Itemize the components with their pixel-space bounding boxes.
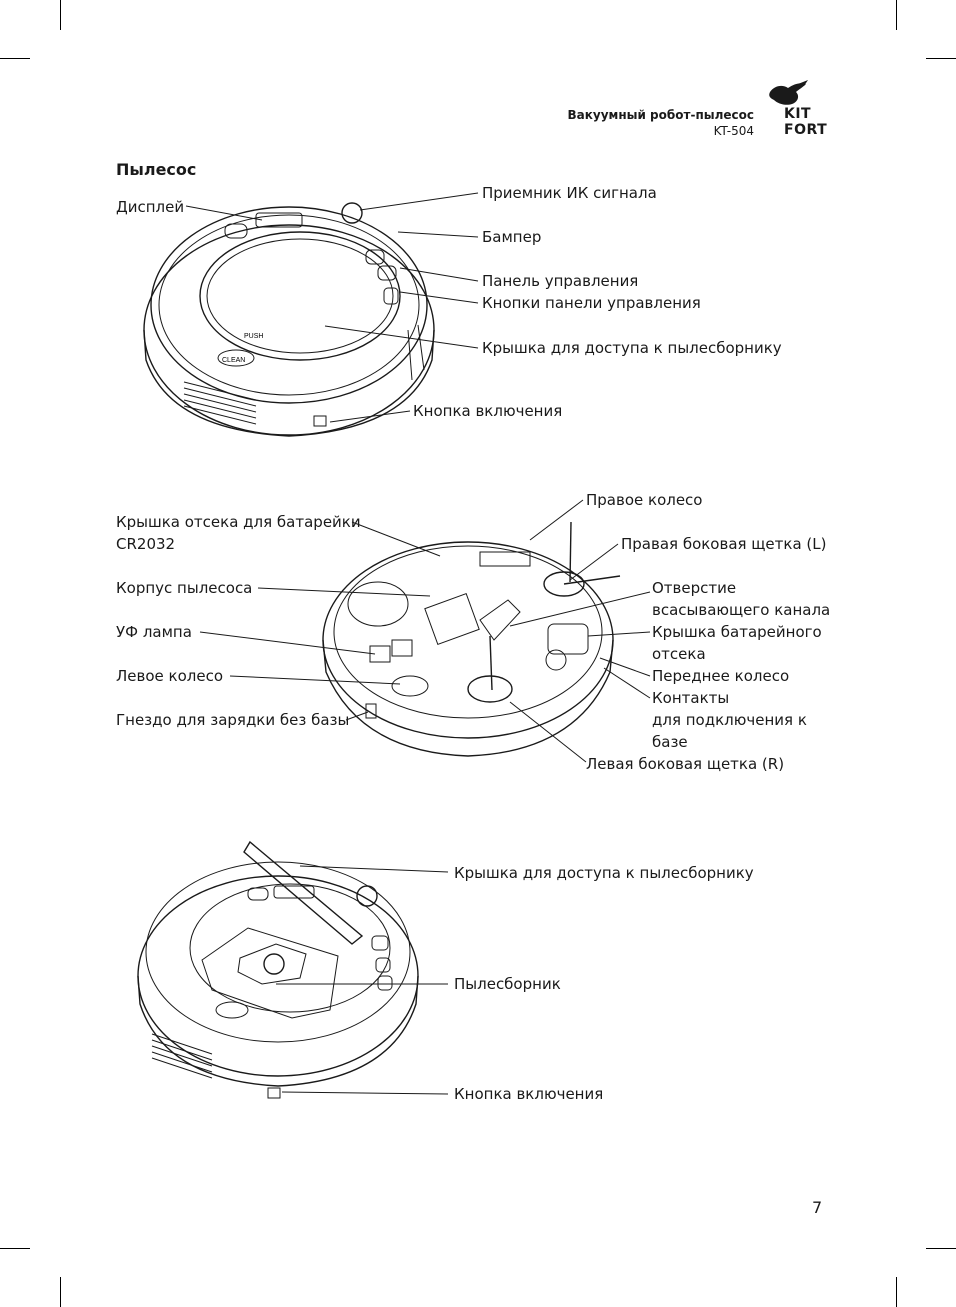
label-dust-lid: Крышка для доступа к пылесборнику bbox=[482, 339, 782, 357]
robot-top-view: CLEAN PUSH bbox=[143, 202, 435, 437]
label-charge-socket: Гнездо для зарядки без базы bbox=[116, 711, 350, 729]
label-contacts: Контакты для подключения к базе bbox=[652, 689, 807, 751]
label-body: Корпус пылесоса bbox=[116, 579, 253, 597]
page-number: 7 bbox=[812, 1198, 823, 1217]
label-uv-lamp: УФ лампа bbox=[116, 623, 192, 641]
crop-mark bbox=[896, 1277, 897, 1307]
label-front-wheel: Переднее колесо bbox=[652, 667, 790, 685]
label-dust-bin: Пылесборник bbox=[454, 975, 561, 993]
crop-mark bbox=[60, 1277, 61, 1307]
label-suction-opening: Отверстие всасывающего канала bbox=[652, 579, 831, 619]
crop-mark bbox=[0, 58, 30, 59]
label-bumper: Бампер bbox=[482, 228, 542, 246]
label-display: Дисплей bbox=[116, 198, 185, 216]
label-right-brush: Правая боковая щетка (L) bbox=[621, 535, 827, 553]
crop-mark bbox=[896, 0, 897, 30]
clean-button-label: CLEAN bbox=[222, 357, 245, 364]
label-panel-buttons: Кнопки панели управления bbox=[482, 294, 701, 312]
crop-mark bbox=[926, 58, 956, 59]
header-title: Вакуумный робот-пылесос bbox=[567, 108, 754, 122]
crop-mark bbox=[60, 0, 61, 30]
vent-grille bbox=[151, 1033, 213, 1079]
label-right-wheel: Правое колесо bbox=[586, 491, 703, 509]
header-model: KT-504 bbox=[713, 124, 754, 138]
section-title: Пылесос bbox=[116, 160, 197, 179]
crop-mark bbox=[0, 1248, 30, 1249]
crop-mark bbox=[926, 1248, 956, 1249]
label-left-wheel: Левое колесо bbox=[116, 667, 223, 685]
vent-grille bbox=[183, 381, 257, 425]
label-power-button: Кнопка включения bbox=[413, 402, 563, 420]
kitfort-logo-icon bbox=[769, 80, 808, 105]
push-label: PUSH bbox=[244, 333, 263, 340]
label-left-brush: Левая боковая щетка (R) bbox=[586, 755, 785, 773]
label-dust-lid-open: Крышка для доступа к пылесборнику bbox=[454, 864, 754, 882]
logo-text: KIT FORT bbox=[784, 106, 828, 138]
label-ir-receiver: Приемник ИК сигнала bbox=[482, 184, 657, 202]
label-power-button-2: Кнопка включения bbox=[454, 1085, 604, 1103]
label-battery-cover: Крышка отсека для батарейки CR2032 bbox=[116, 513, 361, 553]
robot-open-lid-view bbox=[137, 840, 419, 1099]
label-battery-lid: Крышка батарейного отсека bbox=[652, 623, 822, 663]
robot-bottom-view bbox=[322, 521, 621, 757]
label-control-panel: Панель управления bbox=[482, 272, 639, 290]
